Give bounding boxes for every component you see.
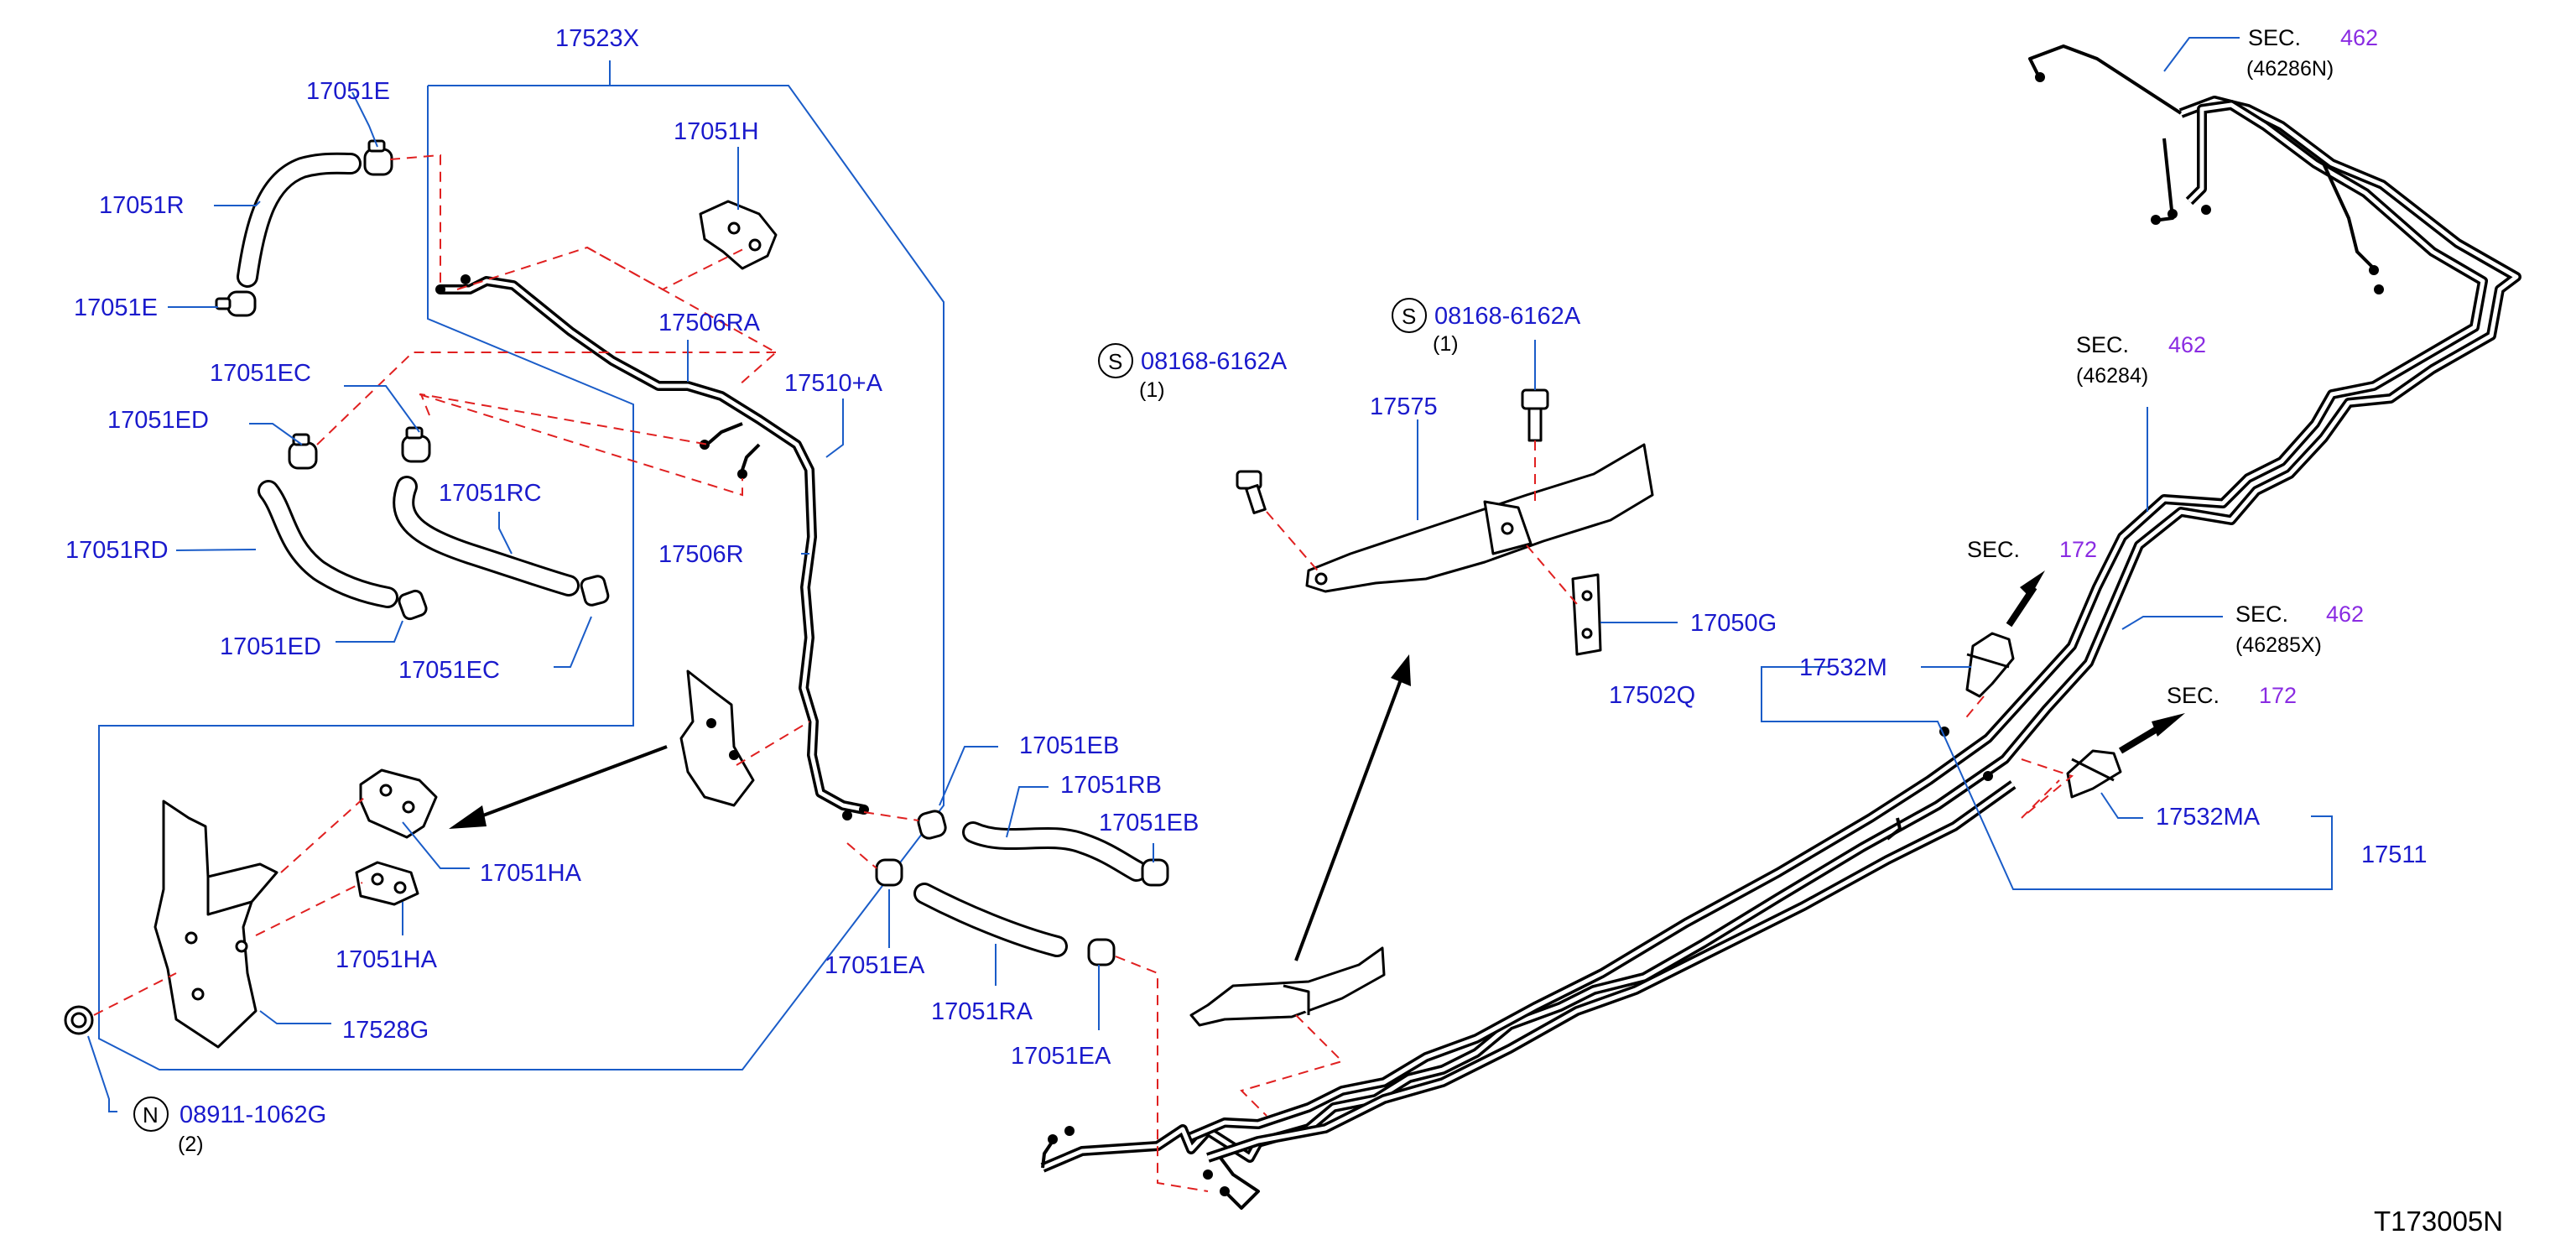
arrow-to-bracket-detail	[449, 745, 668, 829]
symbol-n-nut: N	[143, 1102, 159, 1128]
label-17575: 17575	[1370, 393, 1438, 420]
label-17051ea-right: 17051EA	[1011, 1043, 1111, 1070]
bracket-lower-center	[1189, 946, 1386, 1027]
qty-08911: (2)	[178, 1133, 204, 1156]
sec-label-3: SEC.	[1967, 537, 2020, 562]
bracket-17575	[1305, 443, 1654, 593]
label-17051ed-bottom: 17051ED	[220, 633, 321, 660]
sec-label-1: SEC.	[2248, 25, 2301, 50]
qty-08168-right: (1)	[1433, 332, 1459, 356]
clamp-17051ea-right	[1087, 938, 1116, 966]
quantity-labels: (1) (1) (2)	[178, 332, 1459, 1156]
bolt-08168-left	[1236, 470, 1267, 514]
sec-num-3: 172	[2059, 537, 2097, 562]
label-17051r: 17051R	[99, 192, 185, 219]
label-17051eb-bottom: 17051EB	[1099, 810, 1199, 836]
clamp-17051e-bottom	[215, 290, 257, 317]
label-17051ed-top: 17051ED	[107, 407, 209, 434]
clip-17051ha-top	[359, 768, 438, 839]
label-17511: 17511	[2361, 841, 2428, 868]
dashed-connection-lines	[93, 154, 2074, 1192]
clamp-17051eb-bottom	[1141, 858, 1169, 887]
label-17051e-top: 17051E	[306, 78, 390, 105]
label-08168-left: 08168-6162A	[1141, 348, 1288, 375]
label-17051rb: 17051RB	[1060, 772, 1162, 799]
clamp-17051ea-left	[875, 858, 903, 887]
clamp-17051ed-bottom	[398, 589, 428, 621]
hose-17051rc	[393, 476, 580, 596]
label-17532ma: 17532MA	[2156, 804, 2261, 831]
label-17506ra: 17506RA	[658, 310, 761, 336]
symbol-s-left: S	[1108, 349, 1122, 374]
label-17051eb-top: 17051EB	[1019, 732, 1119, 759]
sec-sub-2: (46284)	[2076, 364, 2148, 388]
sec-num-2: 462	[2168, 332, 2206, 357]
sec-sub-4: (46285X)	[2235, 633, 2322, 657]
group-outline-17523x	[98, 60, 945, 1070]
clip-17051ha-bottom	[355, 861, 419, 906]
hose-17051ra	[913, 883, 1068, 957]
label-17528g: 17528G	[342, 1017, 429, 1044]
label-17051e-bottom: 17051E	[74, 294, 158, 321]
label-08168-right: 08168-6162A	[1434, 303, 1581, 330]
sec-sub-1: (46286N)	[2246, 57, 2334, 81]
sec-label-4: SEC.	[2235, 602, 2288, 627]
sec-label-2: SEC.	[2076, 332, 2129, 357]
hose-17051r	[237, 152, 362, 288]
label-17051ea-left: 17051EA	[825, 952, 925, 979]
sec-label-5: SEC.	[2167, 683, 2220, 708]
symbol-circles: S S N	[133, 298, 1427, 1132]
bolt-08168-right	[1521, 388, 1549, 442]
label-17051h: 17051H	[674, 118, 759, 145]
connector-17532m	[1965, 570, 2045, 698]
bracket-17528g	[154, 800, 278, 1049]
label-17050g: 17050G	[1690, 610, 1777, 637]
clamp-17051ed-top	[288, 433, 318, 470]
arrow-to-bracket-17575	[1294, 654, 1411, 961]
clamp-17051e-top	[363, 139, 393, 176]
label-17051ec-top: 17051EC	[210, 360, 311, 387]
label-17051rc: 17051RC	[439, 480, 542, 507]
label-17051rd: 17051RD	[65, 537, 169, 564]
tube-assembly-17502q	[1040, 44, 2521, 1210]
label-17051ra: 17051RA	[931, 998, 1033, 1025]
diagram-id: T173005N	[2374, 1206, 2503, 1237]
symbol-s-right: S	[1402, 304, 1416, 329]
part-number-labels: 17523X 17051E 17051R 17051E 17051H 17506…	[65, 25, 2428, 1128]
cushion-17050g	[1571, 573, 1602, 656]
label-17502q: 17502Q	[1609, 682, 1695, 709]
bracket-small-center	[679, 669, 755, 807]
label-08911: 08911-1062G	[180, 1102, 326, 1128]
label-17051ha-bottom: 17051HA	[336, 946, 438, 973]
clamp-17051ec-bottom	[580, 575, 610, 607]
hose-17051rb	[962, 821, 1147, 882]
qty-08168-left: (1)	[1139, 378, 1165, 402]
hose-17051rd	[258, 480, 398, 608]
label-17523x: 17523X	[555, 25, 639, 52]
label-17506r: 17506R	[658, 541, 744, 568]
clamp-17051eb-top	[917, 810, 947, 840]
sec-num-5: 172	[2259, 683, 2297, 708]
sec-num-1: 462	[2340, 25, 2378, 50]
sec-num-4: 462	[2326, 602, 2364, 627]
clamp-17051ec-top	[401, 426, 431, 463]
nut-08911	[64, 1005, 94, 1035]
tube-17506r	[435, 274, 869, 820]
label-17510a: 17510+A	[784, 370, 883, 397]
connector-17532ma	[2066, 713, 2185, 799]
section-references: SEC. 462 (46286N) SEC. 462 (46284) SEC. …	[1967, 25, 2378, 708]
leader-lines	[87, 37, 2333, 1112]
label-17051ec-bottom: 17051EC	[398, 657, 500, 684]
label-17051ha-top: 17051HA	[480, 860, 582, 887]
clip-17051h	[699, 200, 778, 270]
label-17532m: 17532M	[1799, 654, 1887, 681]
